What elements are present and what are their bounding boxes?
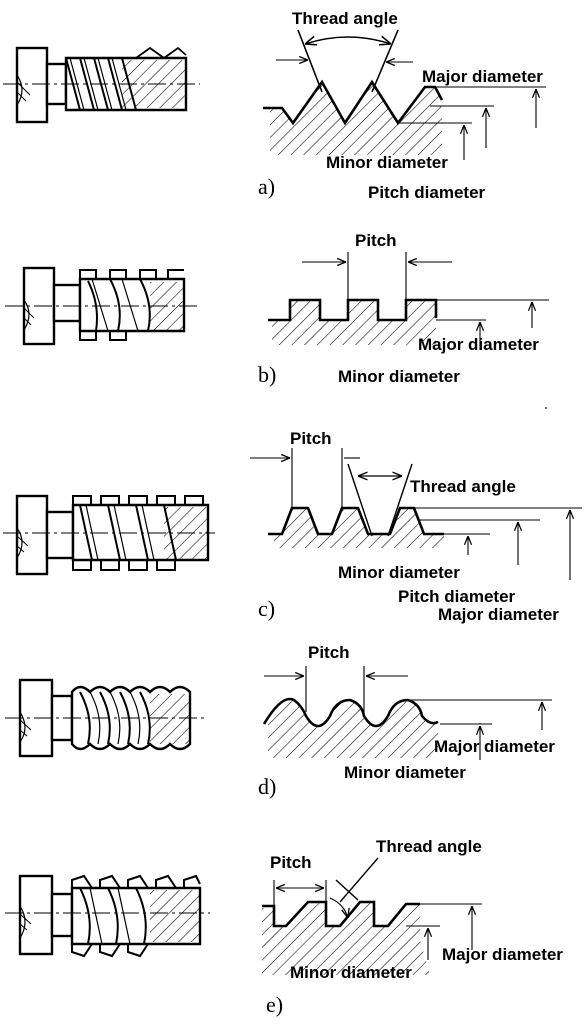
label-minor-diameter-e: Minor diameter <box>290 963 412 982</box>
panel-c: Pitch Thread angle Minor diameter Pitch … <box>3 429 582 624</box>
profile-d: Pitch Major diameter Minor diameter d) <box>258 643 555 799</box>
bolt-b <box>5 266 200 346</box>
label-pitch-diameter-a: Pitch diameter <box>368 183 486 202</box>
panel-b: Pitch Major diameter Minor diameter b) <box>5 231 549 409</box>
label-major-diameter-a: Major diameter <box>422 67 543 86</box>
caption-a: a) <box>258 174 275 199</box>
panel-e: Pitch Thread angle Major diameter Minor … <box>5 837 563 1017</box>
panel-a: Thread angle Major diameter Minor diamet… <box>3 9 546 202</box>
label-major-diameter-e: Major diameter <box>442 945 563 964</box>
label-thread-angle-a: Thread angle <box>292 9 398 28</box>
bolt-a <box>3 46 200 124</box>
label-pitch-c: Pitch <box>290 429 332 448</box>
bolt-c <box>3 494 215 576</box>
label-pitch-b: Pitch <box>355 231 397 250</box>
label-pitch-diameter-c: Pitch diameter <box>398 587 516 606</box>
speck <box>545 407 547 409</box>
label-minor-diameter-c: Minor diameter <box>338 563 460 582</box>
label-minor-diameter-d: Minor diameter <box>344 763 466 782</box>
profile-b: Pitch Major diameter Minor diameter b) <box>258 231 549 409</box>
label-major-diameter-d: Major diameter <box>434 737 555 756</box>
label-pitch-d: Pitch <box>308 643 350 662</box>
caption-d: d) <box>258 774 276 799</box>
panel-d: Pitch Major diameter Minor diameter d) <box>5 643 555 799</box>
label-minor-diameter-b: Minor diameter <box>338 367 460 386</box>
caption-c: c) <box>258 596 275 621</box>
bolt-d <box>5 678 205 758</box>
label-minor-diameter-a: Minor diameter <box>326 153 448 172</box>
profile-e: Pitch Thread angle Major diameter Minor … <box>262 837 563 1017</box>
caption-e: e) <box>266 992 283 1017</box>
label-pitch-e: Pitch <box>270 853 312 872</box>
profile-a: Thread angle Major diameter Minor diamet… <box>258 9 546 202</box>
label-thread-angle-e: Thread angle <box>376 837 482 856</box>
label-major-diameter-c: Major diameter <box>438 605 559 624</box>
caption-b: b) <box>258 362 276 387</box>
bolt-e <box>5 874 210 958</box>
label-major-diameter-b: Major diameter <box>418 335 539 354</box>
profile-c: Pitch Thread angle Minor diameter Pitch … <box>250 429 582 624</box>
label-thread-angle-c: Thread angle <box>410 477 516 496</box>
